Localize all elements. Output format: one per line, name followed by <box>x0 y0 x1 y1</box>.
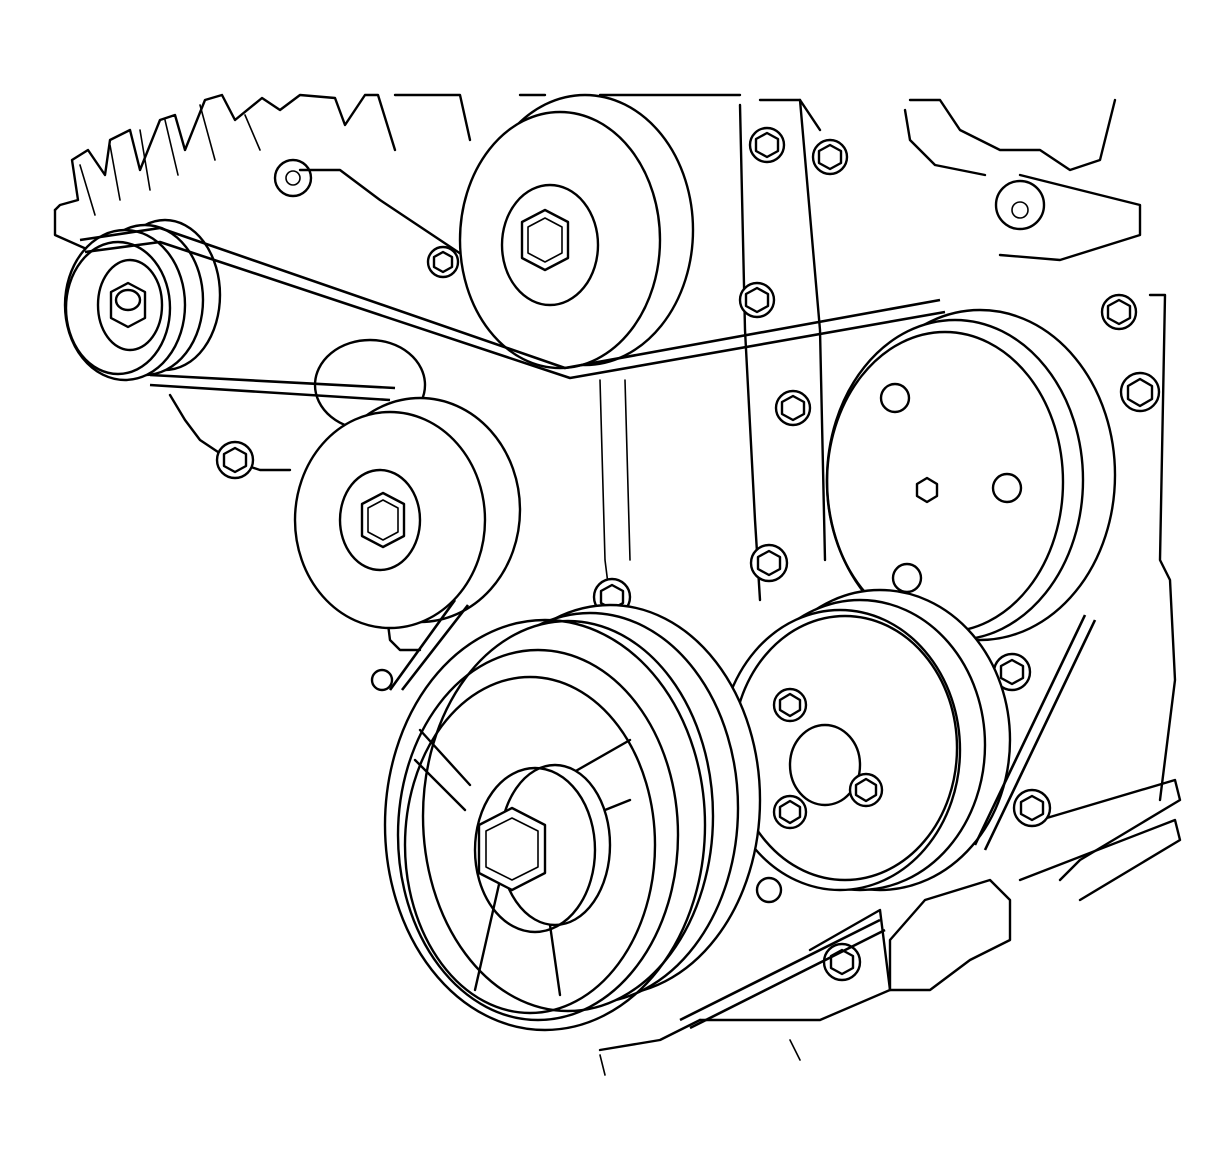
bolt-icon <box>1012 788 1052 828</box>
bolt-icon <box>477 806 547 892</box>
idler-pulley-left <box>293 338 522 630</box>
generator-pulley <box>63 218 222 382</box>
water-pump-pulley <box>718 588 1012 892</box>
bolt-icon <box>772 687 808 723</box>
crankshaft-balancer <box>383 603 762 1032</box>
power-steering-pulley <box>825 308 1117 642</box>
bolt-icon <box>992 652 1032 692</box>
bolt-icon <box>822 942 862 982</box>
bolt-icon <box>109 281 147 329</box>
bolt-icon <box>748 126 786 164</box>
bolt-icon <box>1100 293 1138 331</box>
bolt-icon <box>738 281 776 319</box>
bolt-icon <box>772 794 808 830</box>
bolt-icon <box>520 208 570 272</box>
bolt-icon <box>755 876 783 904</box>
bolts <box>215 126 1161 982</box>
engine-block-outline <box>53 93 1182 1076</box>
bolt-icon <box>215 440 255 480</box>
bolt-icon <box>360 491 406 549</box>
bolt-icon <box>749 543 789 583</box>
drive-belt <box>79 226 1097 1030</box>
bolt-icon <box>1119 371 1161 413</box>
bolt-icon <box>915 476 939 504</box>
idler-pulley-upper <box>458 93 695 370</box>
bolt-icon <box>848 772 884 808</box>
bolt-icon <box>426 245 460 279</box>
bolt-icon <box>811 138 849 176</box>
bolt-icon <box>774 389 812 427</box>
